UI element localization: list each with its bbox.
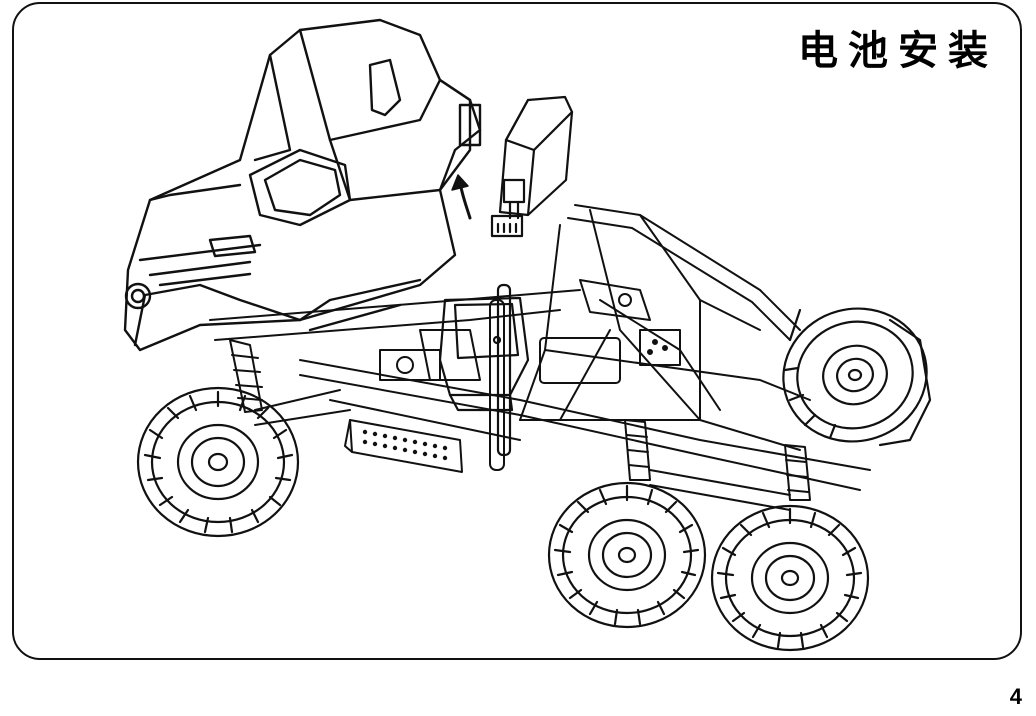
roll-cage: [519, 204, 811, 451]
lift-arrow: [451, 174, 472, 220]
battery-tray: [438, 283, 530, 457]
mast-post: [489, 299, 505, 471]
page-number: 4: [1009, 684, 1022, 709]
front-suspension: [229, 339, 351, 426]
section-title: 电池安装: [798, 28, 998, 74]
wheel-rear: [710, 504, 870, 652]
rear-suspension: [624, 419, 811, 511]
cab-body: [123, 18, 482, 352]
illustration-frame: [12, 2, 1022, 660]
battery-pack: [490, 95, 574, 238]
wheel-front: [136, 386, 300, 538]
side-box: [344, 419, 463, 473]
spare-wheel: [782, 307, 932, 447]
wheel-middle: [547, 481, 707, 629]
